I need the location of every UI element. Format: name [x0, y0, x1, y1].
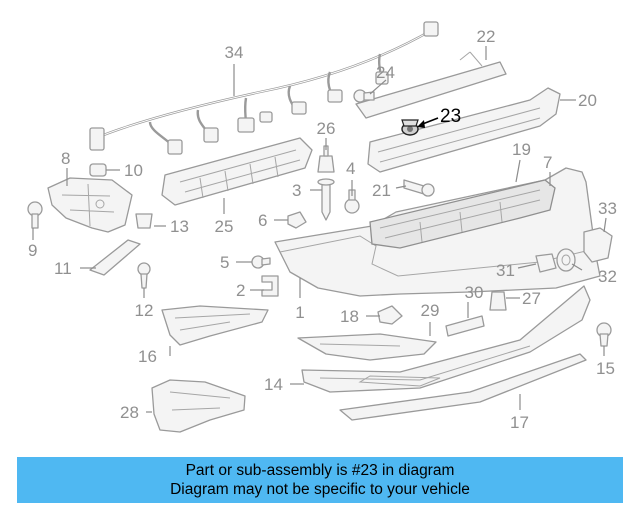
callout-13[interactable]: 13 [170, 217, 189, 236]
trim-strip-part-17[interactable] [339, 353, 587, 421]
callout-7[interactable]: 7 [543, 153, 552, 172]
clip-part-2[interactable] [261, 275, 279, 297]
holder-part-31[interactable] [535, 253, 557, 273]
side-bracket-part-8[interactable] [47, 177, 133, 233]
guide-part-11[interactable] [89, 239, 141, 276]
rivet-part-24[interactable] [353, 89, 375, 103]
callout-24[interactable]: 24 [376, 63, 395, 82]
callout-21[interactable]: 21 [372, 181, 391, 200]
lower-valance-part-14[interactable] [301, 285, 591, 393]
bolt-part-21[interactable] [403, 179, 435, 197]
callout-30[interactable]: 30 [465, 283, 484, 302]
callout-3[interactable]: 3 [292, 181, 301, 200]
banner-line-1: Part or sub-assembly is #23 in diagram [185, 462, 455, 479]
energy-absorber-part-25[interactable] [161, 137, 313, 206]
callout-29[interactable]: 29 [421, 301, 440, 320]
side-cover-part-16[interactable] [161, 305, 269, 346]
clip-part-18[interactable] [377, 305, 403, 325]
nut-part-13[interactable] [135, 213, 153, 229]
callout-22[interactable]: 22 [477, 27, 496, 46]
ring-part-32[interactable] [556, 248, 576, 272]
screw-part-15[interactable] [596, 322, 612, 347]
callout-32[interactable]: 32 [598, 267, 617, 286]
callout-8[interactable]: 8 [61, 149, 70, 168]
molding-part-29[interactable] [297, 333, 437, 361]
callout-26[interactable]: 26 [317, 119, 336, 138]
callout-27[interactable]: 27 [522, 289, 541, 308]
callout-28[interactable]: 28 [120, 403, 139, 422]
clip-part-23[interactable] [401, 119, 419, 136]
callout-labels: 1 2 3 4 5 6 7 8 9 10 11 12 13 14 15 16 1… [28, 27, 617, 432]
callout-16[interactable]: 16 [138, 347, 157, 366]
pin-part-3[interactable] [317, 178, 335, 221]
callout-4[interactable]: 4 [346, 159, 355, 178]
mounting-bracket-part-22[interactable] [355, 51, 507, 119]
callout-33[interactable]: 33 [598, 199, 617, 218]
parts-diagram: 1 2 3 4 5 6 7 8 9 10 11 12 13 14 15 16 1… [27, 21, 617, 433]
banner-line-2: Diagram may not be specific to your vehi… [170, 481, 470, 498]
bolt-part-9[interactable] [27, 201, 43, 229]
screw-part-12[interactable] [137, 262, 151, 289]
nut-part-27[interactable] [489, 291, 507, 311]
callout-6[interactable]: 6 [258, 211, 267, 230]
callout-1[interactable]: 1 [295, 303, 304, 322]
callout-14[interactable]: 14 [264, 375, 283, 394]
info-banner: Part or sub-assembly is #23 in diagram D… [17, 457, 623, 503]
callout-leaders [32, 46, 607, 413]
callout-19[interactable]: 19 [512, 140, 531, 159]
reflector-part-30[interactable] [445, 315, 485, 337]
callout-31[interactable]: 31 [496, 261, 515, 280]
callout-18[interactable]: 18 [340, 307, 359, 326]
callout-25[interactable]: 25 [215, 217, 234, 236]
callout-11[interactable]: 11 [54, 259, 72, 278]
screw-part-5[interactable] [251, 255, 271, 269]
impact-bar-part-20[interactable] [367, 87, 561, 173]
callout-10[interactable]: 10 [124, 161, 143, 180]
callout-20[interactable]: 20 [578, 91, 597, 110]
clip-part-4[interactable] [344, 189, 360, 214]
nut-part-10[interactable] [89, 163, 107, 177]
callout-34[interactable]: 34 [225, 43, 244, 62]
wiring-harness-part-34[interactable] [89, 21, 439, 155]
callout-5[interactable]: 5 [220, 253, 229, 272]
callout-17[interactable]: 17 [510, 413, 529, 432]
nut-part-6[interactable] [287, 211, 307, 229]
sensor-part-33[interactable] [583, 227, 613, 263]
reinforcement-part-19[interactable] [369, 179, 556, 249]
callout-23-highlighted[interactable]: 23 [440, 106, 461, 127]
bracket-part-28[interactable] [151, 379, 246, 433]
callout-2[interactable]: 2 [236, 281, 245, 300]
clip-part-26[interactable] [317, 145, 335, 173]
callout-15[interactable]: 15 [596, 359, 615, 378]
callout-12[interactable]: 12 [135, 301, 154, 320]
callout-9[interactable]: 9 [28, 241, 37, 260]
